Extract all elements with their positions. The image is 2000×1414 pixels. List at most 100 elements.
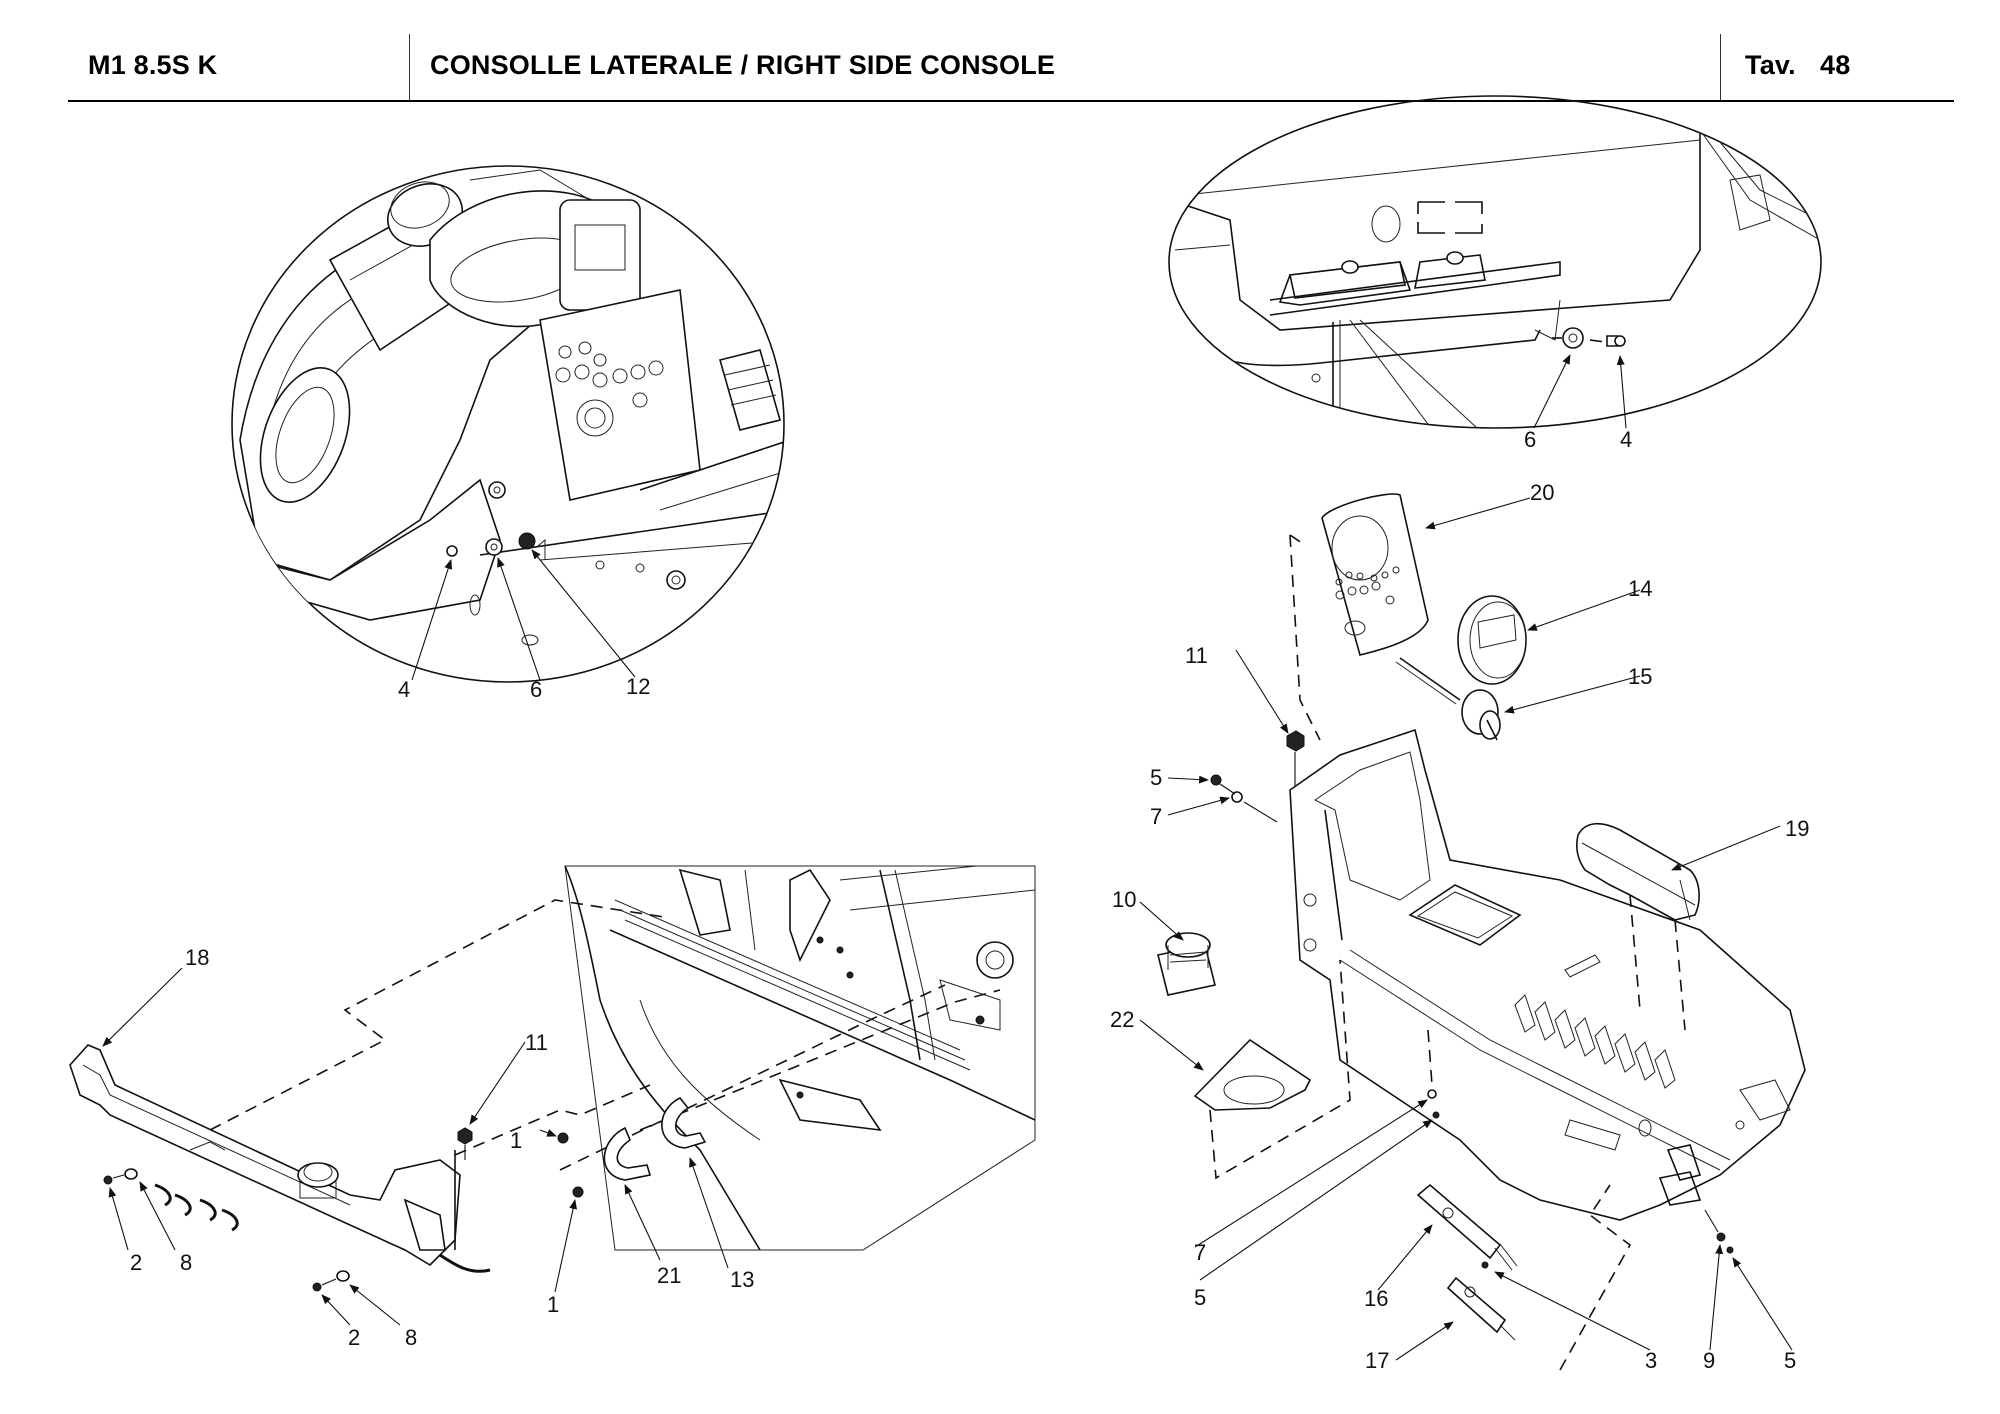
leader-3 bbox=[1494, 1271, 1651, 1351]
callout-8-left: 8 bbox=[180, 1250, 192, 1275]
callout-7-lower: 7 bbox=[1194, 1240, 1206, 1265]
leader-13 bbox=[689, 1157, 729, 1269]
callout-5-right: 5 bbox=[1784, 1348, 1796, 1373]
exploded-view-console: 20 14 15 11 5 7 bbox=[1110, 480, 1809, 1373]
callout-11: 11 bbox=[1185, 643, 1208, 668]
part-7-washer bbox=[1231, 791, 1243, 803]
leader-4-top bbox=[1616, 355, 1627, 429]
callout-5: 5 bbox=[1150, 765, 1162, 790]
callout-6: 6 bbox=[530, 677, 542, 702]
callout-20: 20 bbox=[1530, 480, 1554, 505]
part-16-switch bbox=[1416, 1183, 1518, 1271]
leader-20 bbox=[1425, 497, 1531, 530]
exploded-view-lower-trim: 18 11 1 1 21 13 2 8 2 8 bbox=[69, 865, 1036, 1350]
callout-16: 16 bbox=[1364, 1286, 1388, 1311]
leader-15 bbox=[1504, 675, 1641, 714]
detail-view-steering: 4 6 12 bbox=[231, 165, 785, 702]
leader-9 bbox=[1709, 1244, 1724, 1351]
part-11-nut bbox=[1286, 730, 1305, 752]
part-1-screw-upper bbox=[557, 1132, 569, 1144]
callout-11-lower: 11 bbox=[525, 1030, 548, 1055]
part-3-screw bbox=[1481, 1261, 1489, 1269]
part-15-key-switch bbox=[1395, 657, 1501, 741]
part-12-nut bbox=[518, 532, 536, 550]
part-21-bracket bbox=[603, 1126, 652, 1181]
part-5-screw bbox=[1210, 774, 1222, 786]
part-6-washer-top bbox=[1562, 327, 1584, 349]
table-separator bbox=[1720, 34, 1721, 100]
leader-12 bbox=[531, 549, 636, 678]
table-number: 48 bbox=[1820, 50, 1851, 80]
callout-15: 15 bbox=[1628, 664, 1652, 689]
callout-7: 7 bbox=[1150, 804, 1162, 829]
callout-4-top: 4 bbox=[1620, 427, 1632, 452]
part-2-screw-lower bbox=[312, 1282, 322, 1292]
leader-16 bbox=[1377, 1224, 1433, 1291]
leader-4 bbox=[411, 559, 453, 681]
detail-ellipse-border bbox=[1168, 95, 1822, 429]
leader-5 bbox=[1167, 775, 1209, 784]
callout-5-lower: 5 bbox=[1194, 1285, 1206, 1310]
callout-17: 17 bbox=[1365, 1348, 1389, 1373]
part-8-washer-lower bbox=[336, 1270, 350, 1282]
callout-1-upper: 1 bbox=[510, 1128, 522, 1153]
callout-19: 19 bbox=[1785, 816, 1809, 841]
callout-8-lower: 8 bbox=[405, 1325, 417, 1350]
leader-6 bbox=[497, 557, 541, 681]
part-22-cover-plate bbox=[1193, 1038, 1312, 1111]
callout-2-lower: 2 bbox=[348, 1325, 360, 1350]
callout-1-lower: 1 bbox=[547, 1292, 559, 1317]
callout-21: 21 bbox=[657, 1263, 681, 1288]
callout-18: 18 bbox=[185, 945, 209, 970]
callout-10: 10 bbox=[1112, 887, 1136, 912]
callout-12: 12 bbox=[626, 674, 650, 699]
callout-13: 13 bbox=[730, 1267, 754, 1292]
part-17-switch bbox=[1446, 1276, 1516, 1341]
header-rule bbox=[68, 100, 1954, 102]
title-block: M1 8.5S K CONSOLLE LATERALE / RIGHT SIDE… bbox=[0, 0, 2000, 104]
leader-2-left bbox=[108, 1187, 129, 1251]
callout-6-top: 6 bbox=[1524, 427, 1536, 452]
callout-3: 3 bbox=[1645, 1348, 1657, 1373]
leader-21 bbox=[624, 1184, 661, 1261]
leader-6-top bbox=[1533, 354, 1571, 429]
leader-22 bbox=[1139, 1019, 1204, 1071]
part-9-washer bbox=[1716, 1232, 1726, 1242]
part-8-washer-left bbox=[124, 1168, 138, 1180]
page-title: CONSOLLE LATERALE / RIGHT SIDE CONSOLE bbox=[430, 50, 1056, 80]
detail-circle-border bbox=[231, 165, 785, 683]
leader-1-lower bbox=[554, 1199, 577, 1293]
detail-view-fuse-box: 6 4 bbox=[1168, 95, 1822, 452]
callout-22: 22 bbox=[1110, 1007, 1134, 1032]
leader-8-left bbox=[139, 1181, 176, 1251]
part-11-nut-lower bbox=[457, 1127, 473, 1145]
leader-7 bbox=[1167, 796, 1230, 816]
part-7-washer-lower bbox=[1427, 1089, 1437, 1099]
leader-19 bbox=[1671, 825, 1781, 871]
part-13-bracket bbox=[661, 1097, 707, 1149]
leader-1-upper bbox=[539, 1129, 557, 1137]
part-10-gaiter bbox=[1157, 932, 1216, 996]
leader-10 bbox=[1139, 901, 1184, 941]
leader-7-lower bbox=[1194, 1099, 1428, 1248]
part-1-screw-lower bbox=[572, 1186, 584, 1198]
callout-9: 9 bbox=[1703, 1348, 1715, 1373]
part-4-screw bbox=[446, 545, 458, 557]
model-name: M1 8.5S K bbox=[88, 50, 218, 80]
callout-4: 4 bbox=[398, 677, 410, 702]
leader-11-lower bbox=[469, 1041, 526, 1125]
part-18-lower-trim bbox=[69, 1044, 491, 1273]
part-5-screw-lower bbox=[1432, 1111, 1440, 1119]
part-19-armrest bbox=[1576, 822, 1700, 921]
leader-2-lower bbox=[321, 1294, 351, 1326]
leader-8-lower bbox=[349, 1284, 401, 1326]
part-14-display bbox=[1457, 595, 1527, 685]
leader-5-right bbox=[1732, 1257, 1793, 1351]
title-separator bbox=[409, 34, 410, 100]
leader-14 bbox=[1527, 589, 1641, 631]
part-6-washer bbox=[485, 538, 503, 556]
console-body bbox=[1289, 728, 1806, 1221]
callout-14: 14 bbox=[1628, 576, 1652, 601]
leader-11 bbox=[1235, 649, 1289, 734]
